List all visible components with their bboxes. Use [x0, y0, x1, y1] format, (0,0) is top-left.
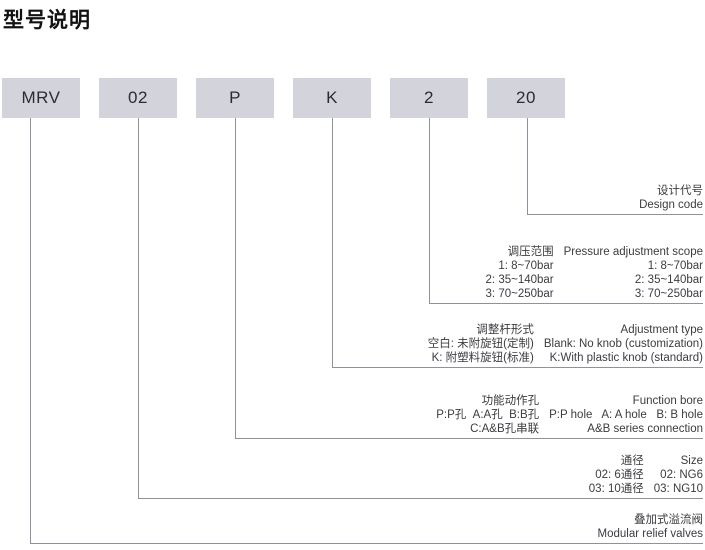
size-header-en: Size [680, 455, 703, 467]
adjustment-row-en: K:With plastic knob (standard) [549, 352, 703, 364]
connector-vline-pressure [429, 118, 430, 303]
underline-adjustment [332, 367, 703, 368]
connector-vline-design-code [527, 118, 528, 214]
model-box-series: MRV [2, 78, 80, 118]
model-box-design-code: 20 [487, 78, 565, 118]
pressure-header-en: Pressure adjustment scope [563, 246, 703, 258]
pressure-row-en: 1: 8~70bar [647, 260, 703, 272]
function-bore-row-en: A&B series connection [587, 423, 703, 435]
function-bore-header-en: Function bore [632, 395, 703, 407]
section-function-bore: 功能动作孔 Function bore P:P孔 A:A孔 B:B孔 P:P h… [436, 394, 703, 436]
underline-size [138, 498, 703, 499]
pressure-row-cn: 2: 35~140bar [485, 274, 554, 286]
section-size: 通径 Size 02: 6通径 02: NG6 03: 10通径 03: NG1… [589, 454, 703, 496]
section-product: 叠加式溢流阀 Modular relief valves [598, 513, 703, 541]
function-bore-row-cn: P:P孔 A:A孔 B:B孔 [436, 409, 540, 421]
adjustment-header-cn: 调整杆形式 [476, 324, 534, 336]
pressure-row-en: 2: 35~140bar [634, 274, 703, 286]
connector-vline-adjustment [332, 118, 333, 367]
product-label-en: Modular relief valves [597, 528, 703, 540]
connector-vline-series [30, 118, 31, 543]
design-code-label-en: Design code [639, 199, 703, 211]
underline-pressure [429, 303, 703, 304]
connector-vline-size [138, 118, 139, 498]
pressure-row-cn: 3: 70~250bar [485, 288, 554, 300]
model-box-adjustment: K [293, 78, 371, 118]
adjustment-row-cn: 空白: 未附旋钮(定制) [427, 338, 534, 350]
underline-product [30, 543, 703, 544]
product-label-cn: 叠加式溢流阀 [634, 514, 703, 526]
connector-vline-function-bore [235, 118, 236, 438]
model-box-pressure: 2 [390, 78, 468, 118]
function-bore-header-cn: 功能动作孔 [481, 395, 540, 407]
pressure-row-en: 3: 70~250bar [634, 288, 703, 300]
size-header-cn: 通径 [620, 455, 644, 467]
adjustment-row-en: Blank: No knob (customization) [543, 338, 703, 350]
section-pressure: 调压范围 Pressure adjustment scope 1: 8~70ba… [486, 245, 703, 301]
size-row-cn: 03: 10通径 [588, 483, 644, 495]
size-row-en: 02: NG6 [660, 469, 703, 481]
underline-function-bore [235, 438, 703, 439]
page-title: 型号说明 [3, 9, 91, 32]
model-box-function-bore: P [196, 78, 274, 118]
pressure-header-cn: 调压范围 [507, 246, 554, 258]
function-bore-row-cn: C:A&B孔串联 [470, 423, 540, 435]
size-row-cn: 02: 6通径 [595, 469, 644, 481]
section-design-code: 设计代号 Design code [639, 184, 703, 212]
design-code-label-cn: 设计代号 [657, 185, 703, 197]
section-adjustment: 调整杆形式 Adjustment type 空白: 未附旋钮(定制) Blank… [428, 323, 703, 365]
model-box-size: 02 [99, 78, 177, 118]
adjustment-header-en: Adjustment type [620, 324, 703, 336]
adjustment-row-cn: K: 附塑料旋钮(标准) [431, 352, 534, 364]
pressure-row-cn: 1: 8~70bar [498, 260, 554, 272]
size-row-en: 03: NG10 [653, 483, 703, 495]
function-bore-row-en: P:P hole A: A hole B: B hole [549, 409, 703, 421]
underline-design-code [527, 214, 703, 215]
